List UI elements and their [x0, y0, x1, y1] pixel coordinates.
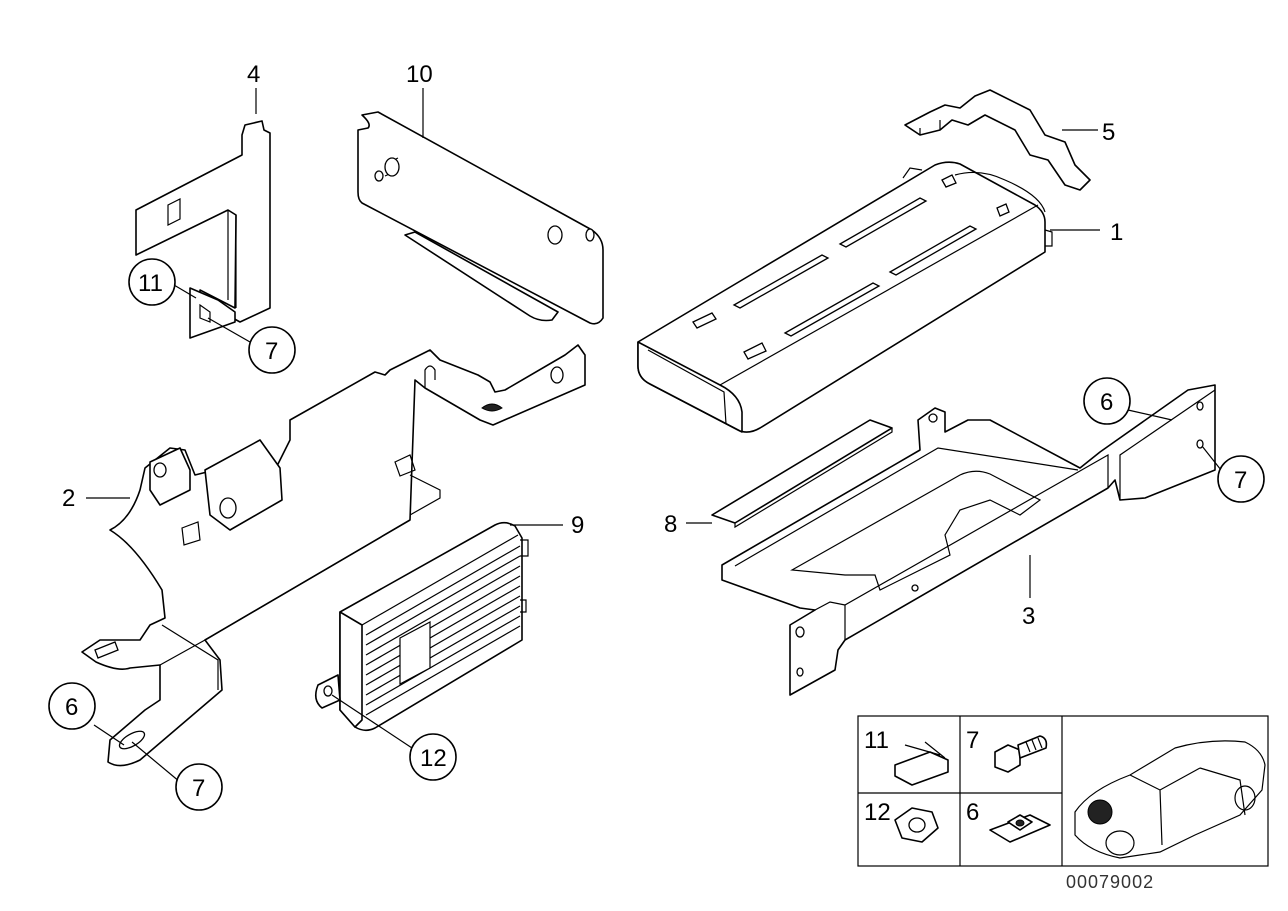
- callout-5: 5: [1102, 119, 1115, 146]
- part-2-bracket: [81, 344, 586, 767]
- callout-circle-7c: [1217, 455, 1265, 503]
- bolt-icon: [994, 735, 1048, 773]
- callout-7a: 7: [265, 338, 278, 365]
- callout-10: 10: [406, 61, 433, 88]
- callout-11: 11: [138, 270, 163, 297]
- part-5-clip: [904, 89, 1091, 191]
- callout-4: 4: [247, 61, 260, 88]
- callout-circle-6a: [48, 682, 96, 730]
- legend-label-7: 7: [966, 727, 979, 754]
- part-1-control-unit: [637, 161, 1053, 433]
- part-9-module: [314, 521, 529, 732]
- leader-6a: [93, 724, 125, 746]
- part-4-bracket: [135, 120, 271, 339]
- callout-circle-11: [128, 258, 176, 306]
- part-3-tray: [721, 384, 1216, 696]
- vehicle-location-icon: [1074, 740, 1266, 859]
- leader-7a: [207, 317, 251, 343]
- callout-7c: 7: [1234, 467, 1247, 494]
- callout-circle-12: [409, 733, 457, 781]
- callout-circle-7b: [175, 763, 223, 811]
- callout-6b: 6: [1100, 389, 1113, 416]
- reference-number: 00079002: [1066, 872, 1154, 892]
- leader-12: [331, 694, 413, 749]
- callout-12: 12: [420, 745, 447, 772]
- leader-11: [173, 284, 197, 299]
- location-marker-icon: [1087, 799, 1113, 825]
- callout-1: 1: [1110, 219, 1123, 246]
- legend-label-12: 12: [864, 799, 891, 826]
- clip-nut-icon: [894, 741, 949, 786]
- callout-circle-6b: [1083, 377, 1131, 425]
- part-10-bracket: [357, 111, 604, 325]
- callout-3: 3: [1022, 603, 1035, 630]
- callout-9: 9: [571, 512, 584, 539]
- callout-6a: 6: [65, 694, 78, 721]
- part-8-pad: [711, 419, 893, 529]
- heatsink-fins: [365, 545, 521, 716]
- callout-8: 8: [664, 511, 677, 538]
- callout-circle-7a: [248, 326, 296, 374]
- leader-6b: [1127, 409, 1173, 421]
- legend-label-6: 6: [966, 799, 979, 826]
- leader-7c: [1201, 445, 1222, 471]
- legend-label-11: 11: [864, 727, 889, 754]
- hex-nut-icon: [894, 807, 939, 843]
- spring-nut-icon: [989, 814, 1051, 843]
- leader-7b: [131, 741, 181, 783]
- small-parts-legend: 11 7 12 6: [857, 715, 1269, 867]
- callout-7b: 7: [192, 775, 205, 802]
- callout-2: 2: [62, 485, 75, 512]
